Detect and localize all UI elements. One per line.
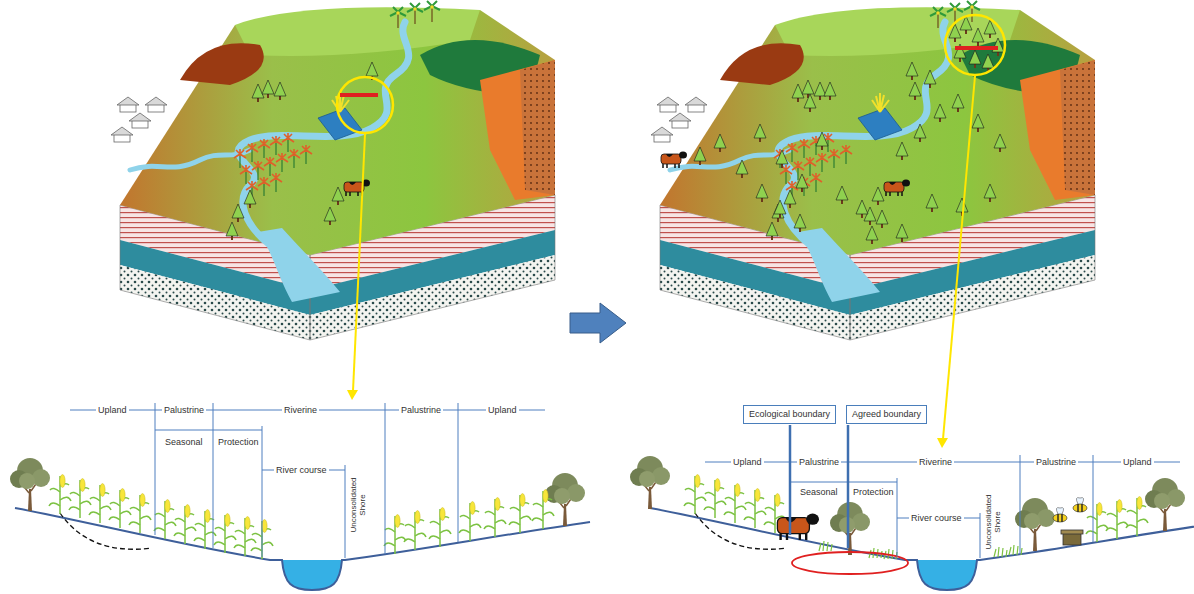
cross-section-before [10, 403, 590, 590]
zone-label: Protection [216, 437, 261, 448]
zone-label: Palustrine [399, 405, 443, 416]
zone-label: Seasonal [163, 437, 205, 448]
shore-label: Unconsolidated Shore [984, 490, 1002, 554]
zone-label: Upland [96, 405, 129, 416]
cross-section-after [630, 425, 1194, 590]
zone-label: Palustrine [1034, 457, 1078, 468]
shore-label: Unconsolidated Shore [349, 473, 367, 537]
zone-label: River course [274, 465, 329, 476]
zone-label: Riverine [917, 457, 954, 468]
landscape-before [111, 1, 555, 340]
zone-label: Palustrine [162, 405, 206, 416]
boundary-box: Agreed boundary [846, 405, 927, 424]
boundary-box: Ecological boundary [743, 405, 836, 424]
zone-label: Upland [486, 405, 519, 416]
boundary-label: Agreed boundary [852, 409, 921, 420]
zone-label: Upland [731, 457, 764, 468]
transition-arrow [570, 303, 626, 343]
zone-label: Upland [1121, 457, 1154, 468]
zone-label: Protection [851, 487, 896, 498]
boundary-label: Ecological boundary [749, 409, 830, 420]
zone-label: Riverine [282, 405, 319, 416]
zone-label: Seasonal [798, 487, 840, 498]
zoom-arrows [347, 76, 975, 448]
zone-label: River course [909, 513, 964, 524]
zone-label: Palustrine [797, 457, 841, 468]
landscape-after [651, 1, 1095, 340]
